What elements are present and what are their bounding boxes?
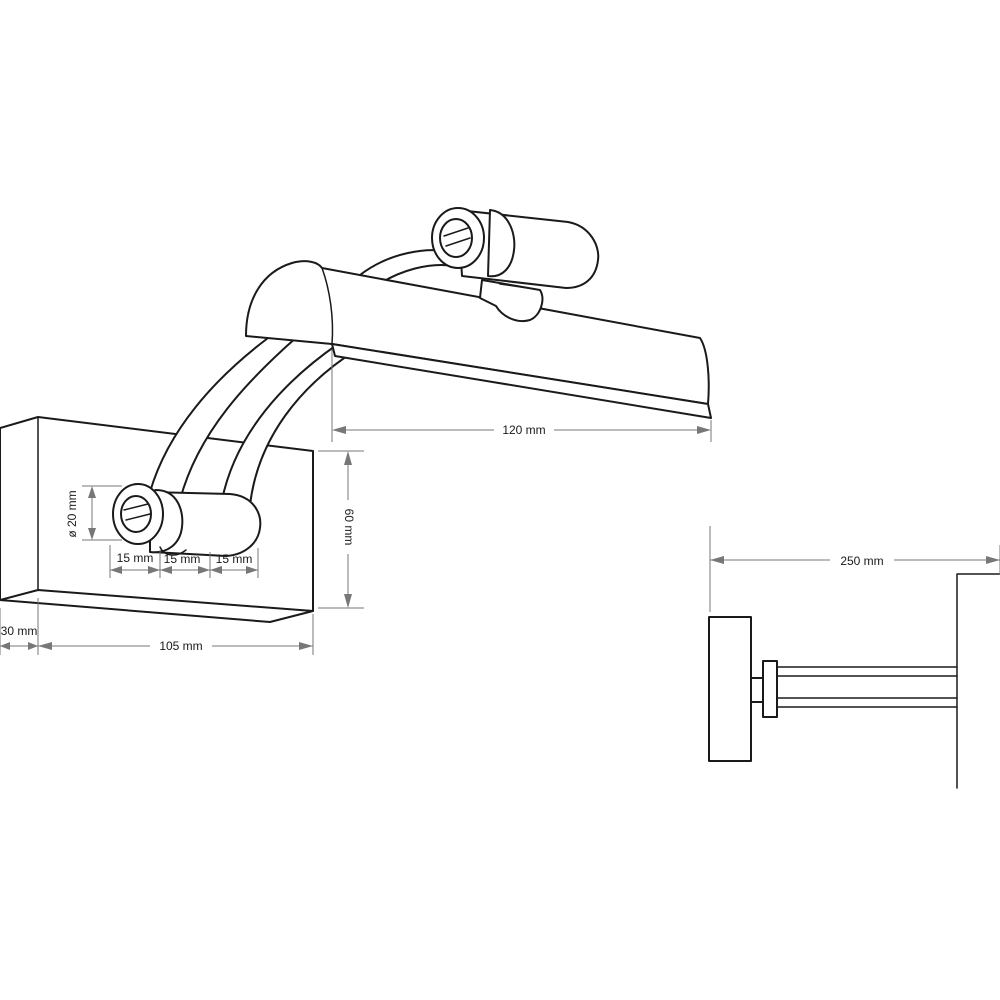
- dim-105-label: 105 mm: [159, 639, 202, 653]
- upper-swivel-joint: [431, 207, 600, 322]
- side-wall-plate: [708, 616, 752, 762]
- dim-60-label: 60 mm: [342, 509, 356, 546]
- dimension-labels: 120 mm 60 mm ø 20 mm 15 mm 15 mm 15 mm 3…: [1, 421, 894, 655]
- lamp-shade: [245, 260, 712, 419]
- side-knob: [762, 660, 778, 718]
- dim-20-diameter-label: ø 20 mm: [65, 490, 79, 537]
- dim-15-left-label: 15 mm: [117, 551, 154, 565]
- dim-120-label: 120 mm: [502, 423, 545, 437]
- dim-15-right-label: 15 mm: [216, 552, 253, 566]
- side-view: [708, 573, 1000, 789]
- perspective-view: [0, 207, 712, 623]
- lower-swivel-joint: [112, 483, 262, 557]
- dim-250-label: 250 mm: [840, 554, 883, 568]
- dim-30-label: 30 mm: [1, 624, 38, 638]
- dim-15-middle-label: 15 mm: [164, 552, 201, 566]
